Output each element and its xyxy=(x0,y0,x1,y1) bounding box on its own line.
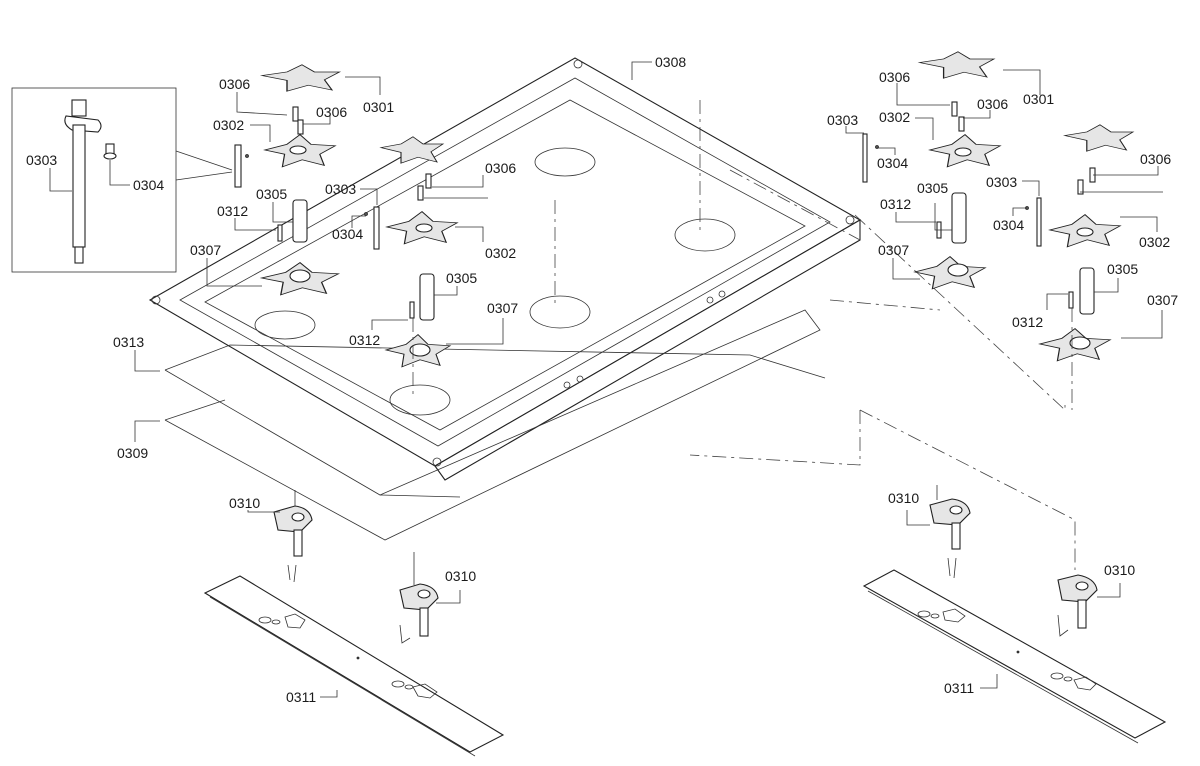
label-0305: 0305 xyxy=(917,180,948,196)
valve-0310 xyxy=(399,583,439,611)
burner-cap-0301 xyxy=(261,64,341,92)
support-rail-0311-right xyxy=(862,569,1167,744)
middle-burner-group xyxy=(364,136,458,368)
electrode-0303 xyxy=(373,206,380,250)
left-burner-group xyxy=(234,64,341,296)
label-0311: 0311 xyxy=(286,689,316,705)
label-0305: 0305 xyxy=(1107,261,1138,277)
seals xyxy=(164,309,826,541)
label-0307: 0307 xyxy=(487,300,518,316)
electrode-detail xyxy=(64,99,102,264)
label-0309: 0309 xyxy=(117,445,148,461)
label-0310: 0310 xyxy=(445,568,476,584)
support-rail-0311-left xyxy=(203,575,505,757)
electrode-0303 xyxy=(234,144,242,188)
label-0303: 0303 xyxy=(827,112,858,128)
label-0302: 0302 xyxy=(879,109,910,125)
label-0302: 0302 xyxy=(213,117,244,133)
label-0307: 0307 xyxy=(878,242,909,258)
label-0306: 0306 xyxy=(485,160,516,176)
inset-detail: 0303 0304 xyxy=(11,87,233,273)
label-0307: 0307 xyxy=(190,242,221,258)
electrode-0303 xyxy=(1036,197,1042,247)
label-0312: 0312 xyxy=(880,196,911,212)
label-0307: 0307 xyxy=(1147,292,1178,308)
label-0304: 0304 xyxy=(993,217,1024,233)
screw-0312 xyxy=(409,301,415,319)
screw-0306 xyxy=(297,119,304,135)
label-0305: 0305 xyxy=(446,270,477,286)
screw-0312 xyxy=(1068,291,1074,309)
label-0312: 0312 xyxy=(1012,314,1043,330)
label-0308: 0308 xyxy=(655,54,686,70)
label-0306: 0306 xyxy=(1140,151,1171,167)
sleeve-0305 xyxy=(292,199,308,243)
label-0302: 0302 xyxy=(485,245,516,261)
label-0301: 0301 xyxy=(1023,91,1054,107)
label-0305: 0305 xyxy=(256,186,287,202)
label-0306: 0306 xyxy=(977,96,1008,112)
bottom-right-valves xyxy=(929,498,1098,637)
sleeve-0305 xyxy=(1079,267,1095,315)
label-0312: 0312 xyxy=(217,203,248,219)
valve-0310 xyxy=(929,498,971,526)
burner-cap-0301 xyxy=(918,51,995,79)
label-0310: 0310 xyxy=(1104,562,1135,578)
label-0302: 0302 xyxy=(1139,234,1170,250)
label-0303: 0303 xyxy=(986,174,1017,190)
label-0310: 0310 xyxy=(229,495,260,511)
label-0306: 0306 xyxy=(316,104,347,120)
label-0304: 0304 xyxy=(332,226,363,242)
label-0304: 0304 xyxy=(877,155,908,171)
label-0303-inset: 0303 xyxy=(26,152,57,168)
burner-cap-0301 xyxy=(1064,124,1134,152)
screw-0312 xyxy=(277,224,283,242)
label-0306: 0306 xyxy=(879,69,910,85)
label-0301: 0301 xyxy=(363,99,394,115)
label-0303: 0303 xyxy=(325,181,356,197)
label-0311: 0311 xyxy=(944,680,974,696)
label-0312: 0312 xyxy=(349,332,380,348)
label-0310: 0310 xyxy=(888,490,919,506)
sleeve-0305 xyxy=(951,192,967,244)
right-lower-burner-group xyxy=(1025,124,1134,362)
screw-0306 xyxy=(292,106,299,122)
label-0306: 0306 xyxy=(219,76,250,92)
sleeve-0305 xyxy=(419,273,435,321)
bottom-left-valves xyxy=(273,505,439,644)
hob-top-plate xyxy=(148,57,862,481)
electrode-0303 xyxy=(862,133,868,183)
label-0313: 0313 xyxy=(113,334,144,350)
label-0304-inset: 0304 xyxy=(133,177,164,193)
right-upper-burner-group xyxy=(862,51,1001,290)
screw-detail xyxy=(103,143,117,160)
